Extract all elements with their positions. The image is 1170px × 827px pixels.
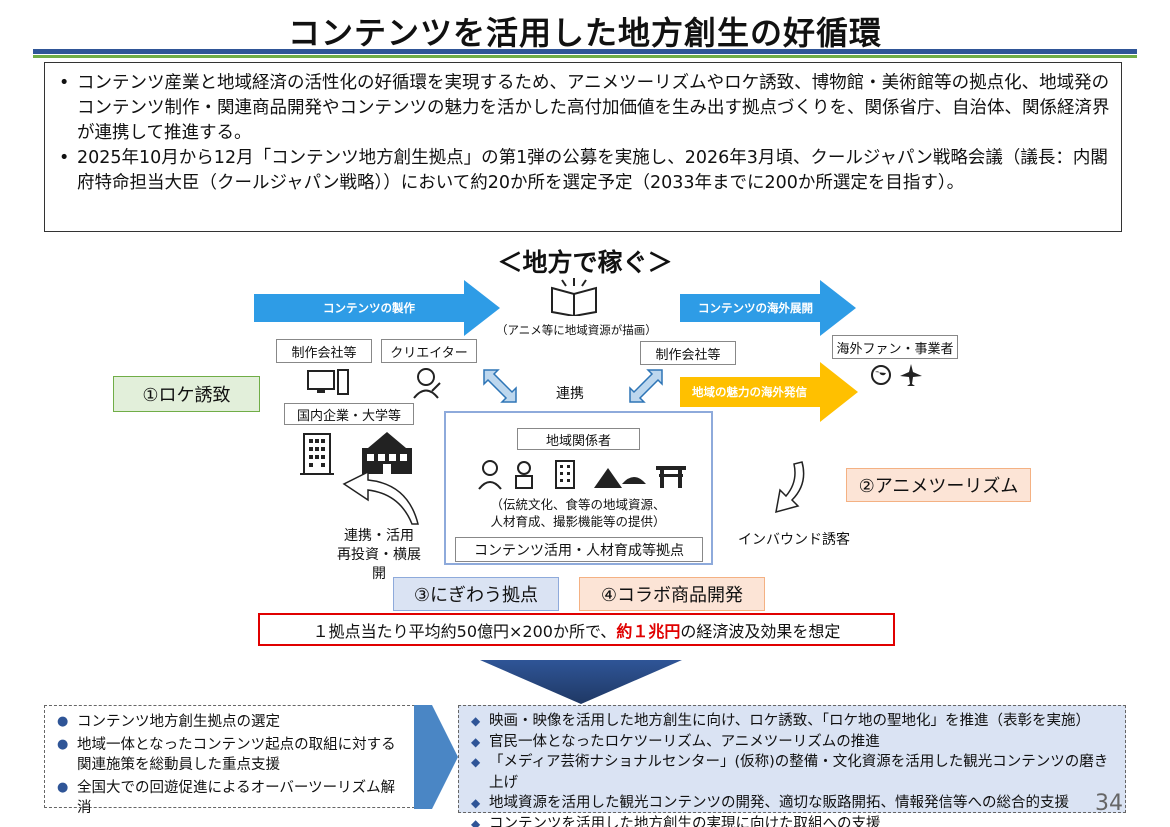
page-number: 34 [1095,791,1123,816]
title-underline-blue [33,49,1137,54]
arrow-content-production: コンテンツの製作 [254,280,500,336]
effect-suffix: の経済波及効果を想定 [680,621,841,641]
inbound-label: インバウンド誘客 [738,532,850,548]
arrow-promo-label: 地域の魅力の海外発信 [692,385,807,399]
local-resources-line1: （伝統文化、食等の地域資源、 [490,497,666,512]
summary-bullet-2: 2025年10月から12月「コンテンツ地方創生拠点」の第1弾の公募を実施し、20… [59,146,1111,196]
summary-bullet-1: コンテンツ産業と地域経済の活性化の好循環を実現するため、アニメツーリズムやロケ誘… [59,71,1111,146]
measure-left-3: 全国大での回遊促進によるオーバーツーリズム解消 [57,778,404,818]
tag-studio-left: 制作会社等 [276,339,372,363]
measure-right-4: 地域資源を活用した観光コンテンツの開発、適切な販路開拓、情報発信等への総合的支援 [471,793,1115,814]
book-icon [546,276,602,320]
measure-left-2: 地域一体となったコンテンツ起点の取組に対する関連施策を総動員した重点支援 [57,735,404,775]
badge-anime-tourism: ②アニメツーリズム [846,468,1031,502]
measure-right-2: 官民一体となったロケツーリズム、アニメツーリズムの推進 [471,732,1115,753]
local-resources-caption: （伝統文化、食等の地域資源、 人材育成、撮影機能等の提供） [452,496,704,530]
measure-right-3: 「メディア芸術ナショナルセンター」(仮称)の整備・文化資源を活用した観光コンテン… [471,752,1115,793]
badge-lively-hub: ③にぎわう拠点 [393,577,559,611]
measure-right-5: コンテンツを活用した地方創生の実現に向けた取組への支援 [471,814,1115,827]
effect-prefix: １拠点当たり平均約50億円×200か所で、 [312,621,617,641]
hub-label: コンテンツ活用・人材育成等拠点 [455,537,703,562]
tag-overseas-fans: 海外ファン・事業者 [832,335,958,359]
arrow-shape [680,362,858,422]
inbound-arrow-icon [772,460,812,520]
page-title: コンテンツを活用した地方創生の好循環 [287,14,882,52]
tag-local: 地域関係者 [517,428,640,450]
right-chevron-icon [414,705,458,813]
arrow-overseas-promotion: 地域の魅力の海外発信 [680,362,858,422]
badge-collab-goods: ④コラボ商品開発 [579,577,765,611]
computer-icon [306,368,350,401]
measure-right-1: 映画・映像を活用した地方創生に向け、ロケ誘致、「ロケ地の聖地化」を推進（表彰を実… [471,711,1115,732]
local-resources-line2: 人材育成、撮影機能等の提供） [490,514,666,529]
summary-box: コンテンツ産業と地域経済の活性化の好循環を実現するため、アニメツーリズムやロケ誘… [44,62,1122,232]
tag-creator: クリエイター [381,339,477,363]
down-triangle-icon [480,660,682,708]
badge-location-shooting: ①ロケ誘致 [113,376,260,412]
arrow-overseas-expansion: コンテンツの海外展開 [680,280,856,336]
curved-arrow-icon [340,470,420,530]
airplane-icon [898,362,924,392]
title-underline-green [33,55,1137,58]
measures-right-box: 映画・映像を活用した地方創生に向け、ロケ誘致、「ロケ地の聖地化」を推進（表彰を実… [458,705,1126,827]
double-arrow-left-icon [480,366,520,410]
cooperation-label: 連携 [556,386,584,402]
creator-icon [410,365,442,403]
collab-use-line2: 再投資・横展開 [337,547,421,582]
book-caption: （アニメ等に地域資源が描画） [496,323,657,337]
local-people-icons [476,458,696,494]
hub-box [444,411,713,565]
measures-left-box: コンテンツ地方創生拠点の選定 地域一体となったコンテンツ起点の取組に対する関連施… [44,705,415,816]
tag-studio-right: 制作会社等 [640,341,736,365]
collab-use-label: 連携・活用 再投資・横展開 [334,527,424,584]
arrow-overseas-label: コンテンツの海外展開 [698,301,813,315]
effect-highlight: 約１兆円 [616,621,681,641]
double-arrow-right-icon [626,366,666,410]
diagram-subheading: ＜地方で稼ぐ＞ [497,248,673,277]
university-icon [358,430,416,480]
arrow-shape [680,280,856,336]
collab-use-line1: 連携・活用 [344,528,414,544]
building-icon [300,432,334,480]
economic-effect-box: １拠点当たり平均約50億円×200か所で、約１兆円の経済波及効果を想定 [258,613,895,646]
tag-domestic: 国内企業・大学等 [284,403,414,425]
arrow-production-label: コンテンツの製作 [323,301,415,315]
globe-icon [870,364,892,390]
arrow-shape [254,280,500,336]
measure-left-1: コンテンツ地方創生拠点の選定 [57,712,404,732]
